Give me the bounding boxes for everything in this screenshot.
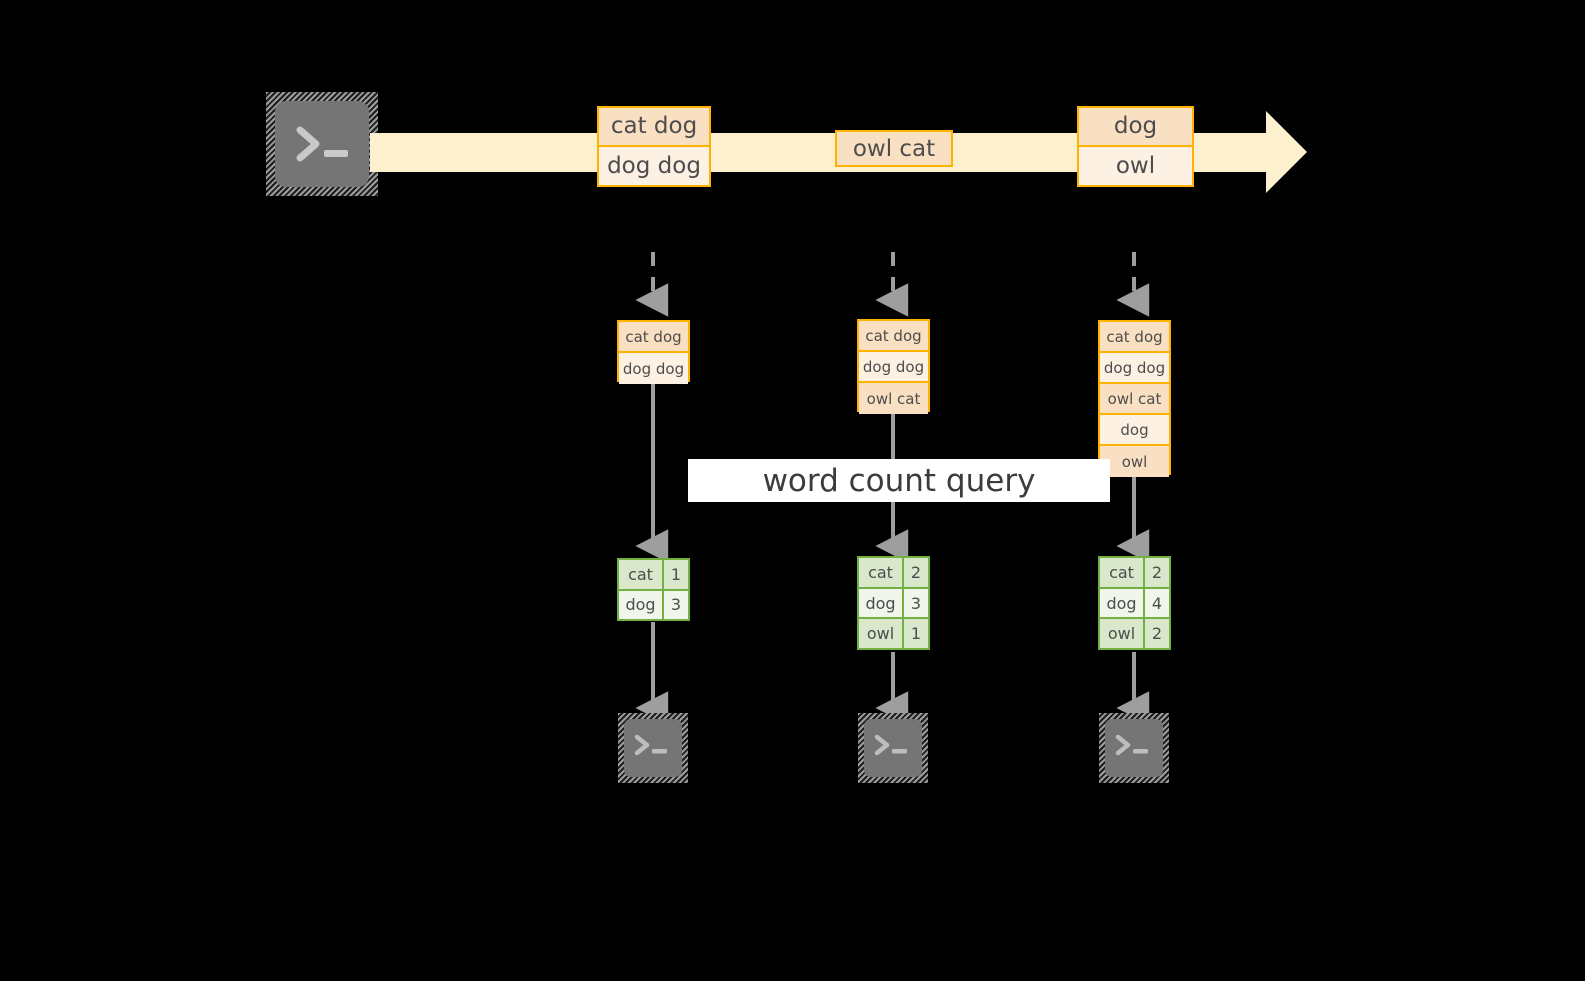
result-row: dog 4	[1100, 588, 1169, 620]
accumulated-event-line: dog dog	[859, 352, 928, 383]
accumulated-event-line: cat dog	[1100, 322, 1169, 353]
result-count: 1	[904, 619, 928, 649]
accumulated-event-line: owl cat	[1100, 384, 1169, 415]
result-row: dog 3	[619, 590, 688, 619]
result-row: cat 1	[619, 560, 688, 591]
result-count: 1	[664, 560, 688, 589]
terminal-screen	[275, 101, 369, 187]
result-count: 2	[904, 558, 928, 587]
result-count: 3	[904, 588, 928, 618]
accumulated-event-line: dog	[1100, 415, 1169, 446]
result-word: dog	[1100, 588, 1145, 618]
result-word: cat	[859, 558, 904, 587]
accumulated-events-box: cat dog dog dog	[617, 320, 690, 384]
sink-terminal-icon	[618, 713, 688, 783]
stream-event-box: dog owl	[1077, 106, 1194, 187]
stream-event-line: dog dog	[599, 146, 709, 185]
result-table: cat 1 dog 3	[617, 558, 690, 621]
accumulated-events-box: cat dog dog dog owl cat dog owl	[1098, 320, 1171, 477]
result-table: cat 2 dog 4 owl 2	[1098, 556, 1171, 650]
result-count: 2	[1145, 619, 1169, 649]
source-terminal-icon	[266, 92, 378, 196]
terminal-prompt-glyph	[634, 734, 667, 756]
result-row: cat 2	[859, 558, 928, 589]
stream-event-box: cat dog dog dog	[597, 106, 711, 187]
terminal-screen	[624, 719, 682, 777]
accumulated-event-line: owl cat	[859, 383, 928, 414]
accumulated-event-line: dog dog	[1100, 353, 1169, 384]
result-row: owl 1	[859, 619, 928, 649]
terminal-screen	[864, 719, 922, 777]
result-word: owl	[859, 619, 904, 649]
stream-event-line: cat dog	[599, 108, 709, 147]
result-word: cat	[619, 560, 664, 589]
terminal-screen	[1105, 719, 1163, 777]
result-count: 4	[1145, 588, 1169, 618]
sink-terminal-icon	[858, 713, 928, 783]
stream-event-box: owl cat	[835, 130, 953, 167]
result-word: dog	[619, 590, 664, 619]
result-row: dog 3	[859, 588, 928, 620]
result-row: owl 2	[1100, 619, 1169, 649]
terminal-prompt-glyph	[1115, 734, 1148, 756]
result-count: 3	[664, 590, 688, 619]
stream-event-line: owl	[1079, 146, 1192, 185]
terminal-prompt-glyph	[296, 126, 348, 162]
result-count: 2	[1145, 558, 1169, 587]
terminal-prompt-glyph	[874, 734, 907, 756]
sink-terminal-icon	[1099, 713, 1169, 783]
word-count-query-banner: word count query	[688, 459, 1110, 502]
result-table: cat 2 dog 3 owl 1	[857, 556, 930, 650]
result-word: owl	[1100, 619, 1145, 649]
accumulated-event-line: cat dog	[619, 322, 688, 353]
accumulated-event-line: owl	[1100, 446, 1169, 477]
stream-event-line: dog	[1079, 108, 1192, 147]
result-word: cat	[1100, 558, 1145, 587]
accumulated-event-line: dog dog	[619, 353, 688, 384]
accumulated-events-box: cat dog dog dog owl cat	[857, 319, 930, 414]
result-row: cat 2	[1100, 558, 1169, 589]
accumulated-event-line: cat dog	[859, 321, 928, 352]
stream-event-line: owl cat	[837, 132, 951, 165]
result-word: dog	[859, 588, 904, 618]
event-stream-arrowhead	[1266, 111, 1307, 193]
